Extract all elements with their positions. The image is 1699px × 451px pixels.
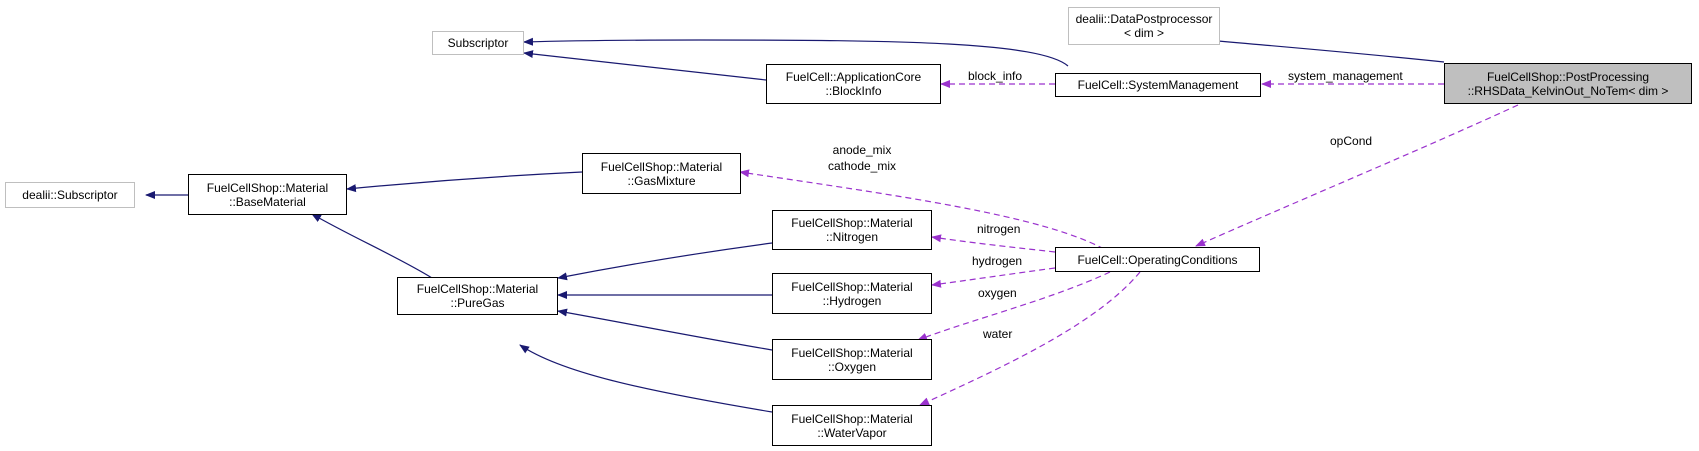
node-dealii-datapostprocessor: dealii::DataPostprocessor < dim > (1068, 7, 1220, 45)
edge-watervapor-to-puregas (519, 344, 773, 413)
node-material-hydrogen[interactable]: FuelCellShop::Material ::Hydrogen (772, 273, 932, 314)
edge-puregas-to-basematerial (311, 213, 433, 279)
node-systemmanagement[interactable]: FuelCell::SystemManagement (1055, 73, 1261, 97)
node-applicationcore-blockinfo[interactable]: FuelCell::ApplicationCore ::BlockInfo (766, 64, 941, 104)
node-label-line1: FuelCellShop::Material (791, 411, 913, 426)
node-material-puregas[interactable]: FuelCellShop::Material ::PureGas (397, 277, 558, 315)
edge-oxygen-to-puregas (557, 308, 773, 351)
node-material-nitrogen[interactable]: FuelCellShop::Material ::Nitrogen (772, 210, 932, 250)
edge-gasmixture-to-basematerial (346, 171, 583, 193)
node-material-basematerial[interactable]: FuelCellShop::Material ::BaseMaterial (188, 174, 347, 215)
node-label-line2: ::Oxygen (827, 359, 877, 374)
edge-rhsdata-to-operatingconditions (1195, 104, 1519, 247)
node-material-gasmixture[interactable]: FuelCellShop::Material ::GasMixture (582, 153, 741, 194)
edge-label-nitrogen: nitrogen (977, 222, 1021, 236)
node-label-line1: FuelCellShop::Material (206, 180, 329, 195)
edge-label-anode-mix: anode_mix (832, 143, 892, 157)
node-label: Subscriptor (447, 36, 509, 50)
node-label-line1: FuelCellShop::Material (791, 216, 913, 230)
node-dealii-subscriptor: dealii::Subscriptor (5, 182, 135, 208)
edge-systemmanagement-to-subscriptor (523, 37, 1069, 67)
edge-label-block-info: block_info (968, 69, 1023, 83)
node-material-oxygen[interactable]: FuelCellShop::Material ::Oxygen (772, 339, 932, 380)
node-rhsdata-kelvinout-notem: FuelCellShop::PostProcessing ::RHSData_K… (1444, 63, 1692, 104)
edge-label-oxygen: oxygen (978, 286, 1017, 300)
node-label-line2: ::WaterVapor (817, 425, 887, 440)
edge-label-system-management: system_management (1288, 69, 1403, 83)
node-operatingconditions[interactable]: FuelCell::OperatingConditions (1055, 247, 1260, 272)
node-label: dealii::Subscriptor (22, 188, 118, 202)
node-label-line1: FuelCellShop::Material (791, 279, 913, 294)
node-label-line2: ::BlockInfo (825, 84, 882, 98)
edge-operatingconditions-to-oxygen (917, 271, 1111, 341)
node-label-line1: FuelCellShop::PostProcessing (1486, 69, 1650, 84)
node-label-line2: < dim > (1123, 26, 1165, 40)
node-subscriptor: Subscriptor (432, 31, 524, 55)
node-label: FuelCell::OperatingConditions (1077, 252, 1238, 267)
node-label-line2: ::Nitrogen (825, 230, 879, 244)
node-label-line1: FuelCell::ApplicationCore (785, 70, 922, 84)
node-material-watervapor[interactable]: FuelCellShop::Material ::WaterVapor (772, 405, 932, 446)
node-label: FuelCell::SystemManagement (1077, 78, 1239, 92)
edge-blockinfo-to-subscriptor (523, 50, 767, 81)
edge-operatingconditions-to-watervapor (919, 271, 1141, 406)
node-label-line1: FuelCellShop::Material (791, 345, 913, 360)
node-label-line2: ::BaseMaterial (229, 194, 306, 209)
edge-label-water: water (983, 327, 1013, 341)
edge-nitrogen-to-puregas (557, 242, 773, 281)
edge-label-opcond: opCond (1330, 134, 1373, 148)
edge-label-hydrogen: hydrogen (972, 254, 1023, 268)
edge-operatingconditions-to-hydrogen (931, 267, 1056, 288)
node-label-line1: dealii::DataPostprocessor (1075, 12, 1213, 26)
node-label-line2: ::PureGas (450, 296, 505, 310)
edge-operatingconditions-to-nitrogen (931, 234, 1056, 253)
node-label-line2: ::RHSData_KelvinOut_NoTem< dim > (1467, 83, 1669, 98)
node-label-line2: ::Hydrogen (822, 293, 882, 308)
edge-label-cathode-mix: cathode_mix (827, 159, 897, 173)
node-label-line2: ::GasMixture (627, 173, 696, 188)
edge-operatingconditions-to-gasmixture (739, 169, 1105, 250)
node-label-line1: FuelCellShop::Material (600, 159, 723, 174)
node-label-line1: FuelCellShop::Material (416, 282, 539, 296)
